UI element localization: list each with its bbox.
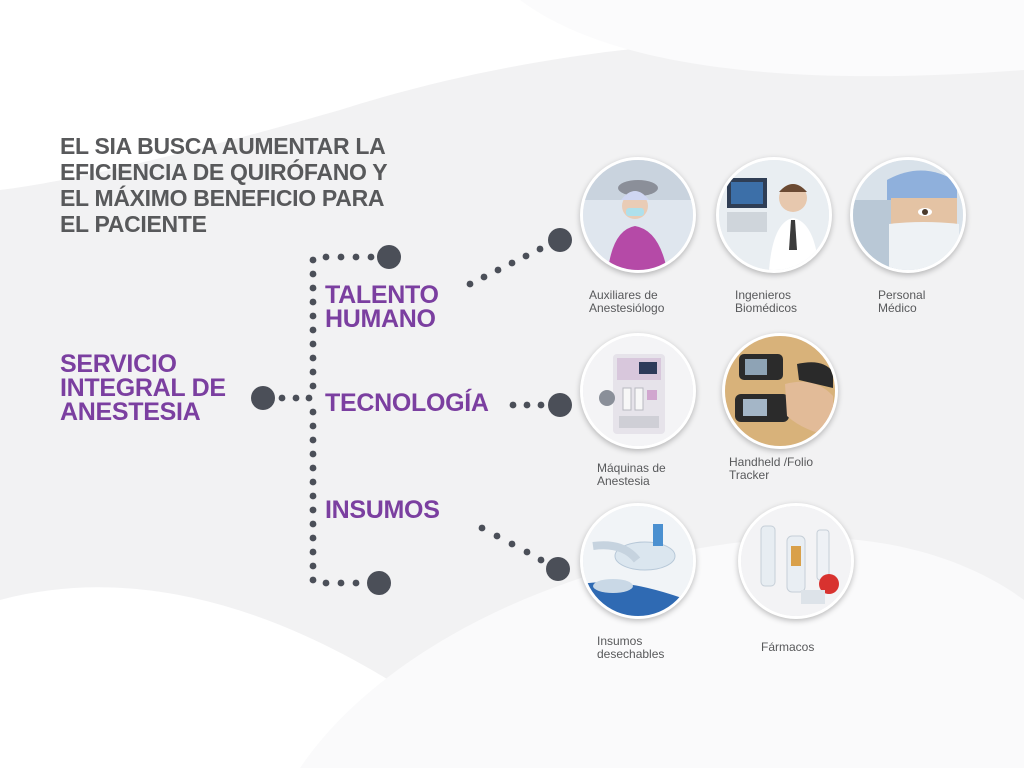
service-title: SERVICIO INTEGRAL DE ANESTESIA [60,350,226,426]
top-node [377,245,401,269]
caption-handheld: Handheld /Folio Tracker [729,455,814,482]
branch-insumos: INSUMOS [325,496,440,524]
caption-farmacos: Fármacos [761,640,815,654]
maquinas-photo [580,333,696,449]
branch-talento-humano: TALENTO HUMANO [325,281,439,333]
desechables-photo [580,503,696,619]
headline: EL SIA BUSCA AUMENTAR LA EFICIENCIA DE Q… [60,133,388,237]
service-node [251,386,275,410]
handheld-photo [722,333,838,449]
farmacos-photo [738,503,854,619]
caption-ingenieros: Ingenieros Biomédicos [735,288,798,315]
caption-personal-medico: Personal Médico [878,288,926,315]
branch-tecnologia: TECNOLOGÍA [325,389,489,417]
auxiliares-photo [580,157,696,273]
insumos-node [546,557,570,581]
talento-node [548,228,572,252]
caption-auxiliares: Auxiliares de Anestesiólogo [589,288,665,315]
tecnologia-node [548,393,572,417]
caption-desechables: Insumos desechables [597,634,665,661]
trunk-dots [309,256,317,584]
ingenieros-photo [716,157,832,273]
caption-maquinas: Máquinas de Anestesia [597,461,666,488]
bottom-node [367,571,391,595]
personal-medico-photo [850,157,966,273]
